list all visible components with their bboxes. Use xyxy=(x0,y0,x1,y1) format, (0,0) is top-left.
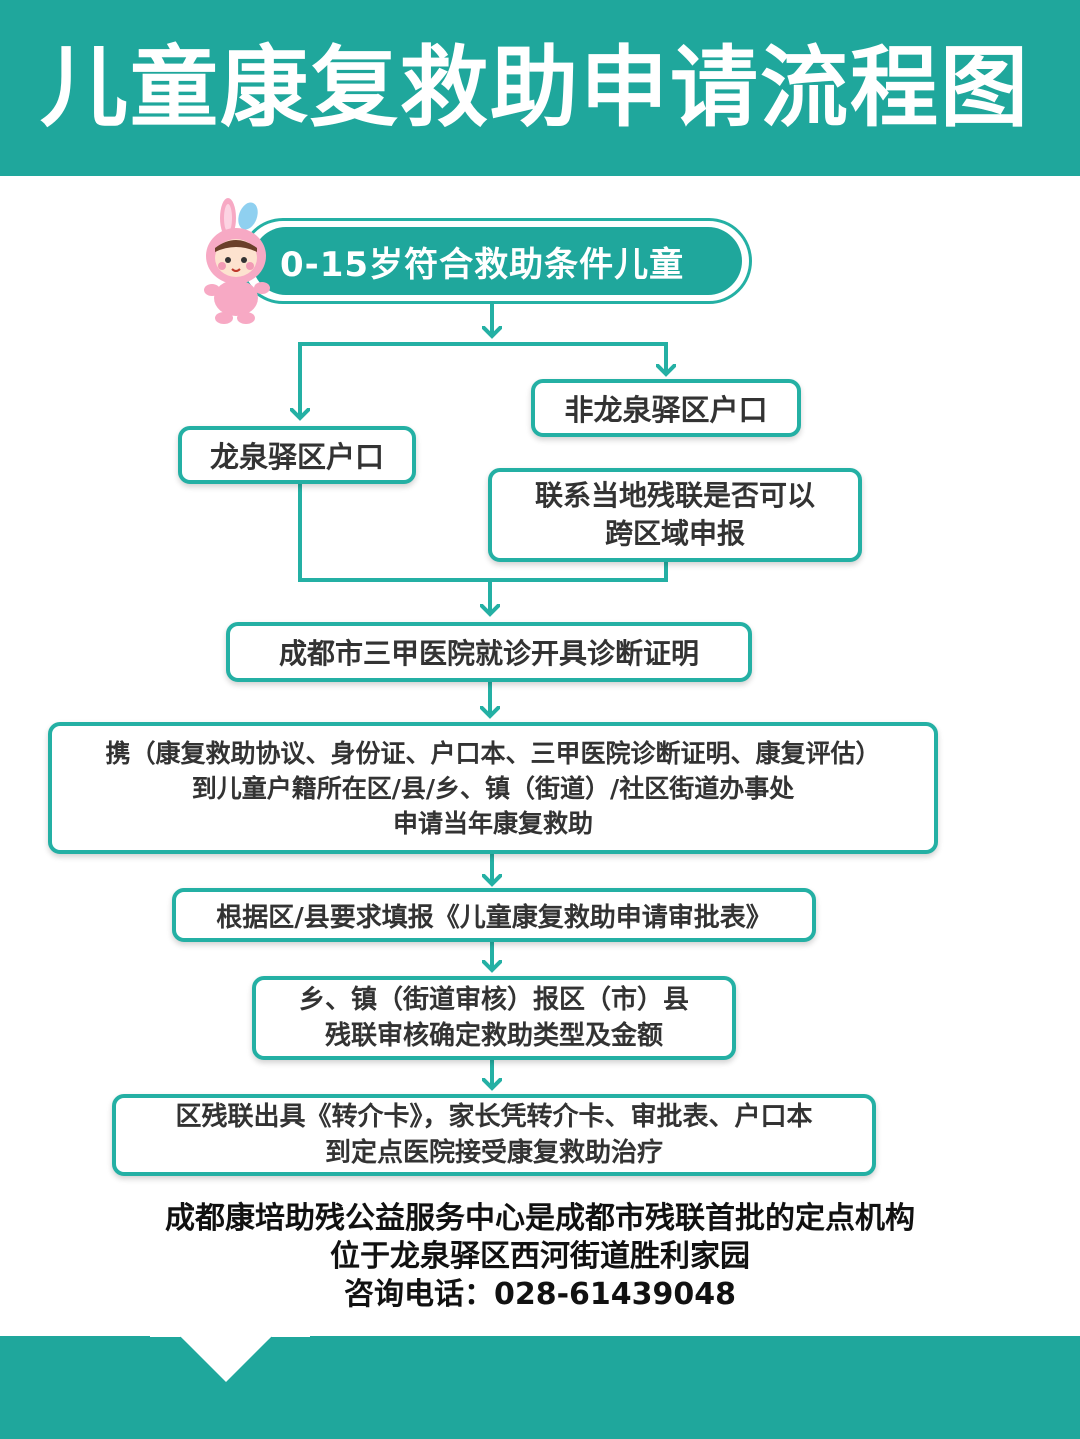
diagnosis-node: 成都市三甲医院就诊开具诊断证明 xyxy=(226,622,752,682)
footer-line-2: 位于龙泉驿区西河街道胜利家园 xyxy=(330,1239,750,1274)
cross-region-node: 联系当地残联是否可以 跨区域申报 xyxy=(488,468,862,562)
start-node: 0-15岁符合救助条件儿童 xyxy=(252,227,742,295)
nonlocal-hukou-label: 非龙泉驿区户口 xyxy=(564,393,768,427)
review-line-2: 残联审核确定救助类型及金额 xyxy=(324,1021,663,1051)
page-title: 儿童康复救助申请流程图 xyxy=(40,36,1031,139)
cross-region-line-2: 跨区域申报 xyxy=(604,517,745,550)
footer-band xyxy=(0,1336,1080,1439)
referral-line-1: 区残联出具《转介卡》，家长凭转介卡、审批表、户口本 xyxy=(175,1102,813,1132)
review-line-1: 乡、镇（街道审核）报区（市）县 xyxy=(298,985,689,1015)
documents-line-2: 到儿童户籍所在区/县/乡、镇（街道）/社区街道办事处 xyxy=(191,773,795,803)
local-hukou-node: 龙泉驿区户口 xyxy=(178,426,416,484)
documents-line-3: 申请当年康复救助 xyxy=(392,808,593,838)
footer-notch xyxy=(150,1336,310,1382)
documents-line-1: 携（康复救助协议、身份证、户口本、三甲医院诊断证明、康复评估） xyxy=(105,738,881,768)
local-hukou-label: 龙泉驿区户口 xyxy=(209,440,384,474)
form-node: 根据区/县要求填报《儿童康复救助申请审批表》 xyxy=(172,888,816,942)
bunny-mascot-icon xyxy=(204,198,270,324)
cross-region-line-1: 联系当地残联是否可以 xyxy=(534,479,815,512)
header-banner: 儿童康复救助申请流程图 xyxy=(0,0,1080,176)
left-merge-line xyxy=(298,484,490,582)
referral-node: 区残联出具《转介卡》，家长凭转介卡、审批表、户口本 到定点医院接受康复救助治疗 xyxy=(112,1094,876,1176)
footer-line-3: 咨询电话：028-61439048 xyxy=(343,1277,737,1312)
documents-node: 携（康复救助协议、身份证、户口本、三甲医院诊断证明、康复评估） 到儿童户籍所在区… xyxy=(48,722,938,854)
review-node: 乡、镇（街道审核）报区（市）县 残联审核确定救助类型及金额 xyxy=(252,976,736,1060)
diagnosis-label: 成都市三甲医院就诊开具诊断证明 xyxy=(278,637,699,670)
footer-line-1: 成都康培助残公益服务中心是成都市残联首批的定点机构 xyxy=(165,1201,915,1236)
right-merge-line xyxy=(490,560,668,582)
nonlocal-hukou-node: 非龙泉驿区户口 xyxy=(531,379,801,437)
referral-line-2: 到定点医院接受康复救助治疗 xyxy=(324,1138,663,1168)
form-label: 根据区/县要求填报《儿童康复救助申请审批表》 xyxy=(216,902,772,933)
footer-info: 成都康培助残公益服务中心是成都市残联首批的定点机构 位于龙泉驿区西河街道胜利家园… xyxy=(0,1200,1080,1314)
